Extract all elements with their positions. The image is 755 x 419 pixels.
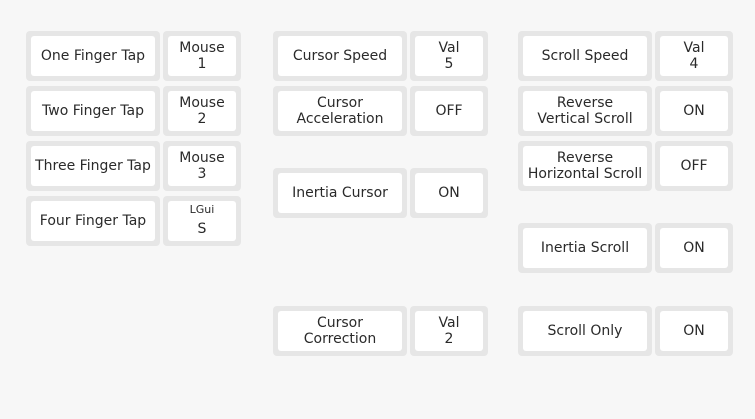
- one-finger-tap-key[interactable]: One Finger Tap: [26, 31, 160, 81]
- cursor-speed-label: Cursor Speed: [278, 36, 402, 76]
- three-finger-tap-label: Three Finger Tap: [31, 146, 155, 186]
- inertia-scroll-key[interactable]: Inertia Scroll: [518, 223, 652, 273]
- scroll-only-key[interactable]: Scroll Only: [518, 306, 652, 356]
- one-finger-tap-label: One Finger Tap: [31, 36, 155, 76]
- four-finger-tap-value-bottom: S: [197, 221, 207, 237]
- cursor-correction-label: Cursor Correction: [278, 311, 402, 351]
- four-finger-tap-value: LGui S: [168, 201, 236, 241]
- reverse-vertical-scroll-label: Reverse Vertical Scroll: [523, 91, 647, 131]
- scroll-only-label: Scroll Only: [523, 311, 647, 351]
- two-finger-tap-key[interactable]: Two Finger Tap: [26, 86, 160, 136]
- cursor-acceleration-label: Cursor Acceleration: [278, 91, 402, 131]
- four-finger-tap-key[interactable]: Four Finger Tap: [26, 196, 160, 246]
- inertia-cursor-label: Inertia Cursor: [278, 173, 402, 213]
- four-finger-tap-value-key[interactable]: LGui S: [163, 196, 241, 246]
- inertia-scroll-value-key[interactable]: ON: [655, 223, 733, 273]
- inertia-cursor-value-key[interactable]: ON: [410, 168, 488, 218]
- cursor-acceleration-key[interactable]: Cursor Acceleration: [273, 86, 407, 136]
- inertia-scroll-label: Inertia Scroll: [523, 228, 647, 268]
- three-finger-tap-value-key[interactable]: Mouse 3: [163, 141, 241, 191]
- reverse-horizontal-scroll-label: Reverse Horizontal Scroll: [523, 146, 647, 186]
- cursor-speed-value: Val 5: [415, 36, 483, 76]
- reverse-vertical-scroll-value: ON: [660, 91, 728, 131]
- reverse-horizontal-scroll-key[interactable]: Reverse Horizontal Scroll: [518, 141, 652, 191]
- scroll-only-value-key[interactable]: ON: [655, 306, 733, 356]
- cursor-acceleration-value: OFF: [415, 91, 483, 131]
- two-finger-tap-value-key[interactable]: Mouse 2: [163, 86, 241, 136]
- inertia-cursor-value: ON: [415, 173, 483, 213]
- two-finger-tap-label: Two Finger Tap: [31, 91, 155, 131]
- four-finger-tap-value-top: LGui: [189, 203, 215, 216]
- cursor-speed-key[interactable]: Cursor Speed: [273, 31, 407, 81]
- cursor-speed-value-key[interactable]: Val 5: [410, 31, 488, 81]
- reverse-horizontal-scroll-value: OFF: [660, 146, 728, 186]
- two-finger-tap-value: Mouse 2: [168, 91, 236, 131]
- scroll-only-value: ON: [660, 311, 728, 351]
- three-finger-tap-key[interactable]: Three Finger Tap: [26, 141, 160, 191]
- cursor-acceleration-value-key[interactable]: OFF: [410, 86, 488, 136]
- one-finger-tap-value-key[interactable]: Mouse 1: [163, 31, 241, 81]
- inertia-cursor-key[interactable]: Inertia Cursor: [273, 168, 407, 218]
- three-finger-tap-value: Mouse 3: [168, 146, 236, 186]
- inertia-scroll-value: ON: [660, 228, 728, 268]
- four-finger-tap-label: Four Finger Tap: [31, 201, 155, 241]
- scroll-speed-value-key[interactable]: Val 4: [655, 31, 733, 81]
- cursor-correction-value-key[interactable]: Val 2: [410, 306, 488, 356]
- reverse-vertical-scroll-key[interactable]: Reverse Vertical Scroll: [518, 86, 652, 136]
- reverse-horizontal-scroll-value-key[interactable]: OFF: [655, 141, 733, 191]
- reverse-vertical-scroll-value-key[interactable]: ON: [655, 86, 733, 136]
- scroll-speed-value: Val 4: [660, 36, 728, 76]
- one-finger-tap-value: Mouse 1: [168, 36, 236, 76]
- cursor-correction-key[interactable]: Cursor Correction: [273, 306, 407, 356]
- cursor-correction-value: Val 2: [415, 311, 483, 351]
- scroll-speed-label: Scroll Speed: [523, 36, 647, 76]
- scroll-speed-key[interactable]: Scroll Speed: [518, 31, 652, 81]
